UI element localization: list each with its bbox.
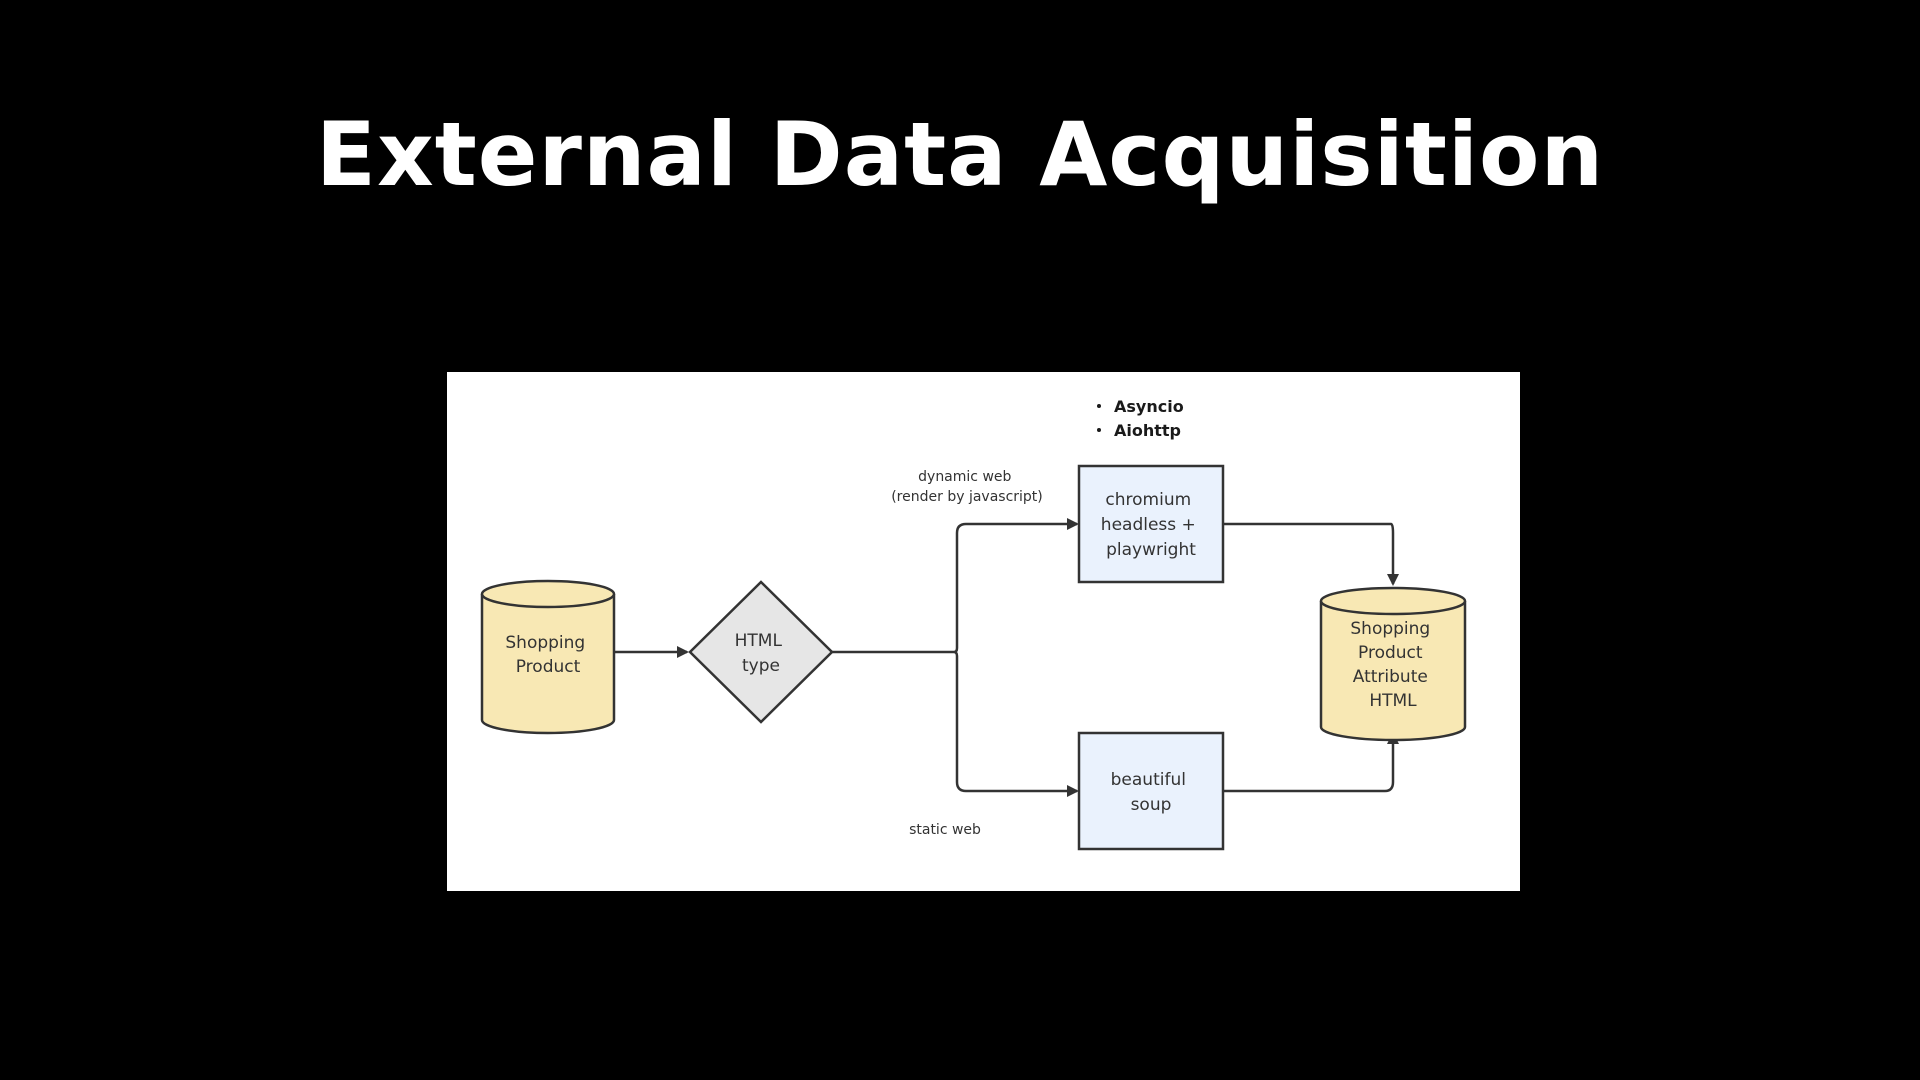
- decision-diamond: [688, 580, 834, 724]
- database-top: [480, 579, 616, 609]
- node-line: Product: [1358, 643, 1423, 663]
- process-label: chromium headless + playwright: [1101, 490, 1201, 560]
- edge-label-line: dynamic web: [918, 469, 1011, 485]
- edge-decision-to-chromium: [832, 518, 1079, 654]
- process-box: [1077, 464, 1225, 584]
- database-body: [480, 594, 616, 735]
- process-label: beautiful soup: [1111, 770, 1192, 815]
- notes-list: Asyncio Aiohttp: [1097, 397, 1184, 440]
- node-line: Shopping: [1350, 619, 1430, 639]
- database-body: [1319, 601, 1467, 742]
- diagram-panel: Shopping Product HTML type chromium head…: [447, 372, 1520, 891]
- edge-soup-to-target: [1223, 732, 1399, 793]
- note-item: Aiohttp: [1114, 421, 1181, 440]
- flow-diagram: Shopping Product HTML type chromium head…: [480, 397, 1467, 851]
- bullet-dot: [1097, 428, 1101, 432]
- edge-decision-to-soup: [953, 650, 1079, 797]
- process-box: [1077, 731, 1225, 851]
- node-line: HTML: [735, 631, 783, 651]
- note-item: Asyncio: [1114, 397, 1184, 416]
- edges: [615, 518, 1399, 797]
- decision-label: HTML type: [735, 631, 788, 676]
- database-top: [1319, 586, 1467, 616]
- node-line: chromium: [1105, 490, 1191, 510]
- edge-chromium-to-target: [1223, 522, 1399, 586]
- database-shopping-product-attribute-html: Shopping Product Attribute HTML: [1319, 586, 1467, 742]
- node-line: playwright: [1106, 540, 1196, 560]
- decision-html-type: HTML type: [688, 580, 834, 724]
- process-beautiful-soup: beautiful soup: [1077, 731, 1225, 851]
- node-line: HTML: [1369, 691, 1417, 711]
- node-line: type: [742, 656, 780, 676]
- node-line: Attribute: [1353, 667, 1428, 687]
- edge-label-static: static web: [909, 822, 981, 838]
- database-label: Shopping Product: [505, 633, 590, 677]
- edge-label-dynamic: dynamic web (render by javascript): [891, 469, 1043, 505]
- process-chromium: chromium headless + playwright: [1077, 464, 1225, 584]
- node-line: headless +: [1101, 515, 1196, 535]
- edge-label-line: (render by javascript): [891, 489, 1043, 505]
- bullet-dot: [1097, 404, 1101, 408]
- database-shopping-product: Shopping Product: [480, 579, 616, 735]
- node-line: Shopping: [505, 633, 585, 653]
- slide-title: External Data Acquisition: [315, 103, 1605, 206]
- node-line: Product: [516, 657, 581, 677]
- database-label: Shopping Product Attribute HTML: [1350, 619, 1435, 711]
- node-line: soup: [1131, 795, 1172, 815]
- node-line: beautiful: [1111, 770, 1186, 790]
